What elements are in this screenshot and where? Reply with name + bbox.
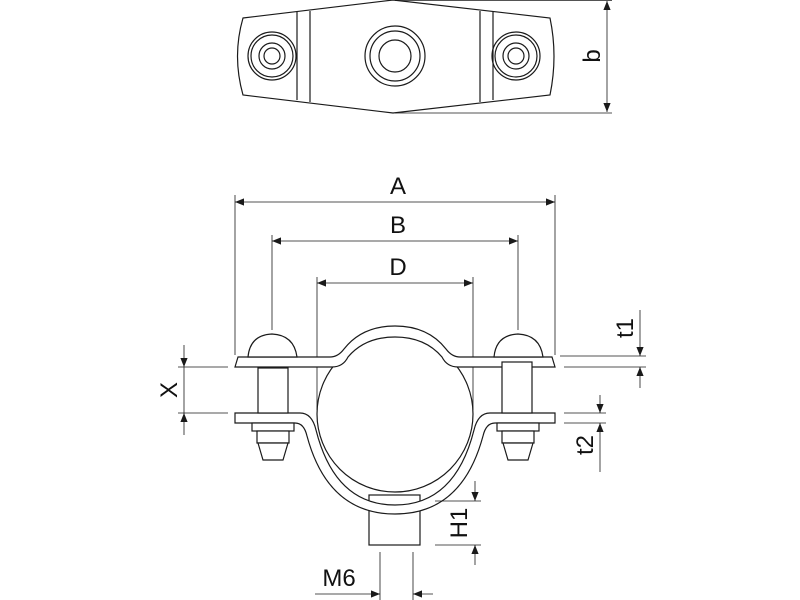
dim-label-D: D [389,254,406,281]
left-screw-top [247,31,297,81]
right-screw [493,333,544,461]
dim-label-t2: t2 [572,435,599,455]
dim-label-A: A [390,173,406,200]
dim-label-b: b [579,49,606,62]
left-screw [247,333,298,461]
lower-strap [234,412,556,515]
center-nut-top [364,25,426,87]
dim-label-t1: t1 [612,318,639,338]
dim-label-X: X [156,382,183,398]
top-view: b [236,0,612,114]
dim-label-M6: M6 [322,565,355,592]
dim-label-B: B [390,212,406,239]
dim-label-H1: H1 [446,508,473,539]
front-view: A B D [156,173,646,600]
right-screw-top [491,31,541,81]
